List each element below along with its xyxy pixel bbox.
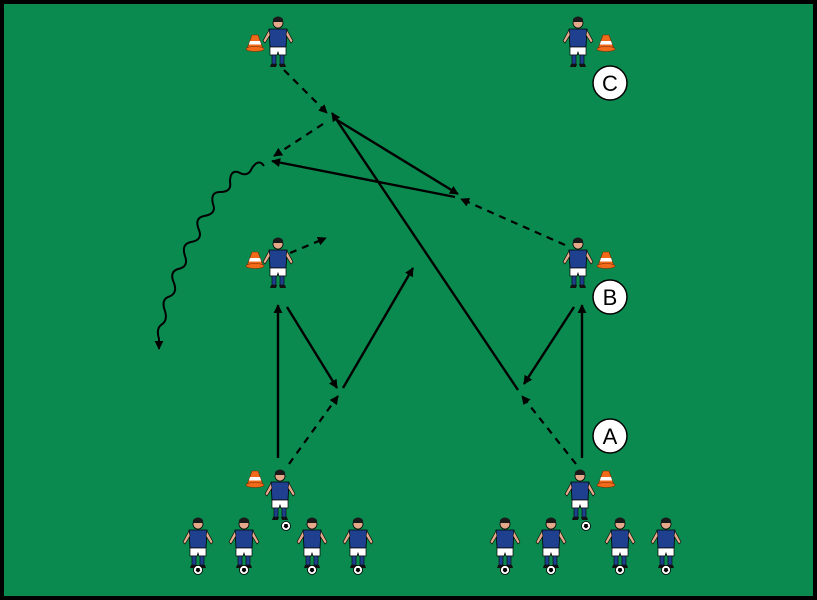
ball-icon <box>353 565 363 575</box>
pitch-field <box>4 4 813 596</box>
position-label-c: C <box>592 65 628 101</box>
ball-icon <box>239 565 249 575</box>
pass-arrows <box>273 69 577 465</box>
ball-icon <box>661 565 671 575</box>
ball-icon <box>500 565 510 575</box>
ball-icon <box>615 565 625 575</box>
position-label-b: B <box>592 279 628 315</box>
run-arrows <box>271 112 587 458</box>
ball-icon <box>281 521 291 531</box>
ball-icon <box>307 565 317 575</box>
position-label-a: A <box>592 418 628 454</box>
dribble-arrow <box>154 161 265 350</box>
label-text: A <box>603 424 618 449</box>
ball-icon <box>581 521 591 531</box>
label-text: B <box>603 285 618 310</box>
label-text: C <box>602 71 618 96</box>
ball-icon <box>193 565 203 575</box>
ball-icon <box>546 565 556 575</box>
